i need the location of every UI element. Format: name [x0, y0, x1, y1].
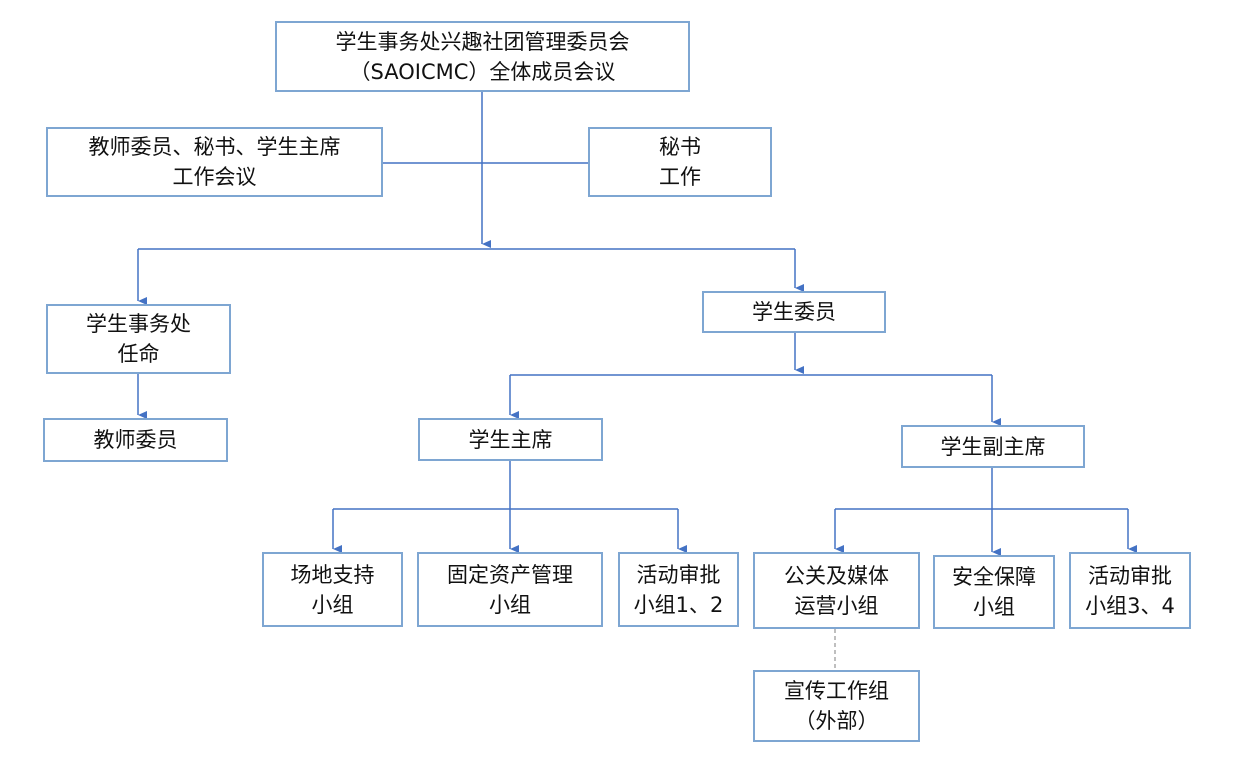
student-members-box: 学生委员 — [702, 291, 886, 333]
pr-media-line2: 运营小组 — [794, 593, 879, 618]
teacher-secretary-chair-meeting-box: 教师委员、秘书、学生主席 工作会议 — [46, 127, 383, 197]
general-meeting-line2: （SAOICMC）全体成员会议 — [349, 59, 616, 84]
activity-approval-1-2-line2: 小组1、2 — [633, 592, 724, 617]
student-chair-label: 学生主席 — [468, 427, 553, 452]
general-meeting-box: 学生事务处兴趣社团管理委员会 （SAOICMC）全体成员会议 — [275, 21, 690, 92]
safety-line1: 安全保障 — [952, 565, 1036, 589]
student-members-label: 学生委员 — [752, 300, 836, 324]
fixed-assets-line2: 小组 — [489, 592, 531, 617]
pr-media-box: 公关及媒体 运营小组 — [753, 552, 920, 629]
fixed-assets-line1: 固定资产管理 — [447, 562, 573, 587]
activity-approval-1-2-box: 活动审批 小组1、2 — [618, 552, 739, 627]
sao-appointment-line2: 任命 — [117, 342, 160, 366]
secretary-work-line1: 秘书 — [659, 135, 701, 159]
venue-support-box: 场地支持 小组 — [262, 552, 403, 627]
teacher-secretary-chair-meeting-line2: 工作会议 — [172, 165, 257, 189]
sao-appointment-line1: 学生事务处 — [86, 312, 191, 336]
student-vice-chair-label: 学生副主席 — [940, 434, 1046, 459]
activity-approval-3-4-box: 活动审批 小组3、4 — [1069, 552, 1191, 629]
pr-media-line1: 公关及媒体 — [784, 563, 889, 588]
teacher-secretary-chair-meeting-line1: 教师委员、秘书、学生主席 — [88, 135, 341, 159]
publicity-group-box: 宣传工作组 （外部） — [753, 670, 920, 742]
activity-approval-3-4-line2: 小组3、4 — [1085, 593, 1175, 618]
fixed-assets-box: 固定资产管理 小组 — [417, 552, 603, 627]
teacher-members-label: 教师委员 — [93, 428, 178, 452]
safety-box: 安全保障 小组 — [933, 555, 1055, 629]
publicity-group-line1: 宣传工作组 — [784, 679, 889, 703]
venue-support-line2: 小组 — [311, 592, 354, 617]
student-chair-box: 学生主席 — [418, 418, 603, 461]
general-meeting-line1: 学生事务处兴趣社团管理委员会 — [335, 29, 630, 54]
student-vice-chair-box: 学生副主席 — [901, 425, 1085, 468]
secretary-work-line2: 工作 — [659, 165, 701, 189]
activity-approval-1-2-line1: 活动审批 — [636, 562, 721, 587]
sao-appointment-box: 学生事务处 任命 — [46, 304, 231, 374]
secretary-work-box: 秘书 工作 — [588, 127, 772, 197]
venue-support-line1: 场地支持 — [290, 562, 375, 587]
safety-line2: 小组 — [973, 595, 1015, 619]
activity-approval-3-4-line1: 活动审批 — [1088, 563, 1172, 588]
publicity-group-line2: （外部） — [794, 709, 879, 733]
teacher-members-box: 教师委员 — [43, 418, 228, 462]
